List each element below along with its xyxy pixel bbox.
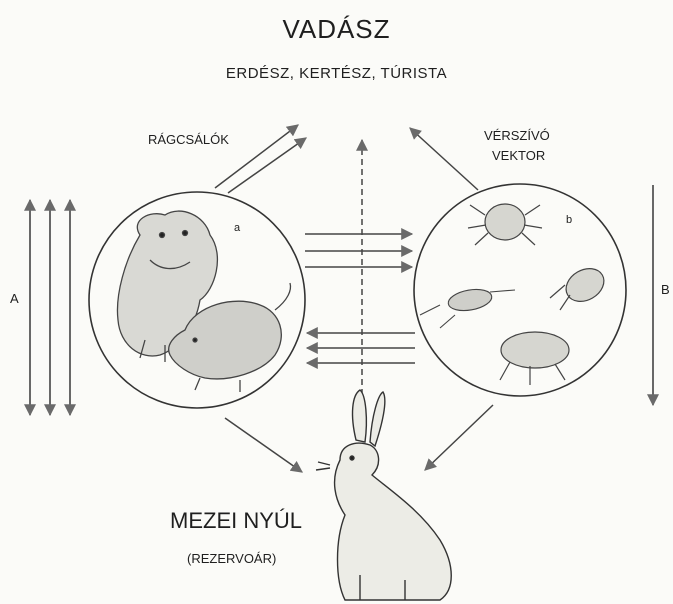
- hare-icon: [316, 390, 451, 600]
- arrows-a-to-b: [305, 234, 412, 267]
- circle-a-label: a: [234, 222, 240, 234]
- mosquito-icon: [420, 286, 515, 328]
- circle-a-rodents: [89, 192, 305, 408]
- circle-b-label: b: [566, 214, 572, 226]
- left-bidirectional-arrows: [30, 200, 70, 415]
- louse-icon: [550, 262, 610, 310]
- rodents-label: RÁGCSÁLÓK: [148, 132, 229, 147]
- reservoir-sublabel: (REZERVOÁR): [187, 551, 276, 566]
- flea-icon: [500, 332, 569, 385]
- axis-label-a: A: [10, 291, 19, 306]
- diagram-subtitle: ERDÉSZ, KERTÉSZ, TÚRISTA: [0, 65, 673, 82]
- diagram-title: VADÁSZ: [0, 14, 673, 45]
- reservoir-label: MEZEI NYÚL: [170, 508, 302, 534]
- arrows-b-to-a: [307, 333, 415, 363]
- tick-icon: [468, 204, 542, 245]
- vector-label-line1: VÉRSZÍVÓ: [484, 128, 550, 143]
- axis-label-b: B: [661, 282, 670, 297]
- vector-label-line2: VEKTOR: [492, 148, 545, 163]
- circle-b-vectors: [414, 184, 626, 396]
- arrow-vector-to-hunter: [410, 128, 478, 190]
